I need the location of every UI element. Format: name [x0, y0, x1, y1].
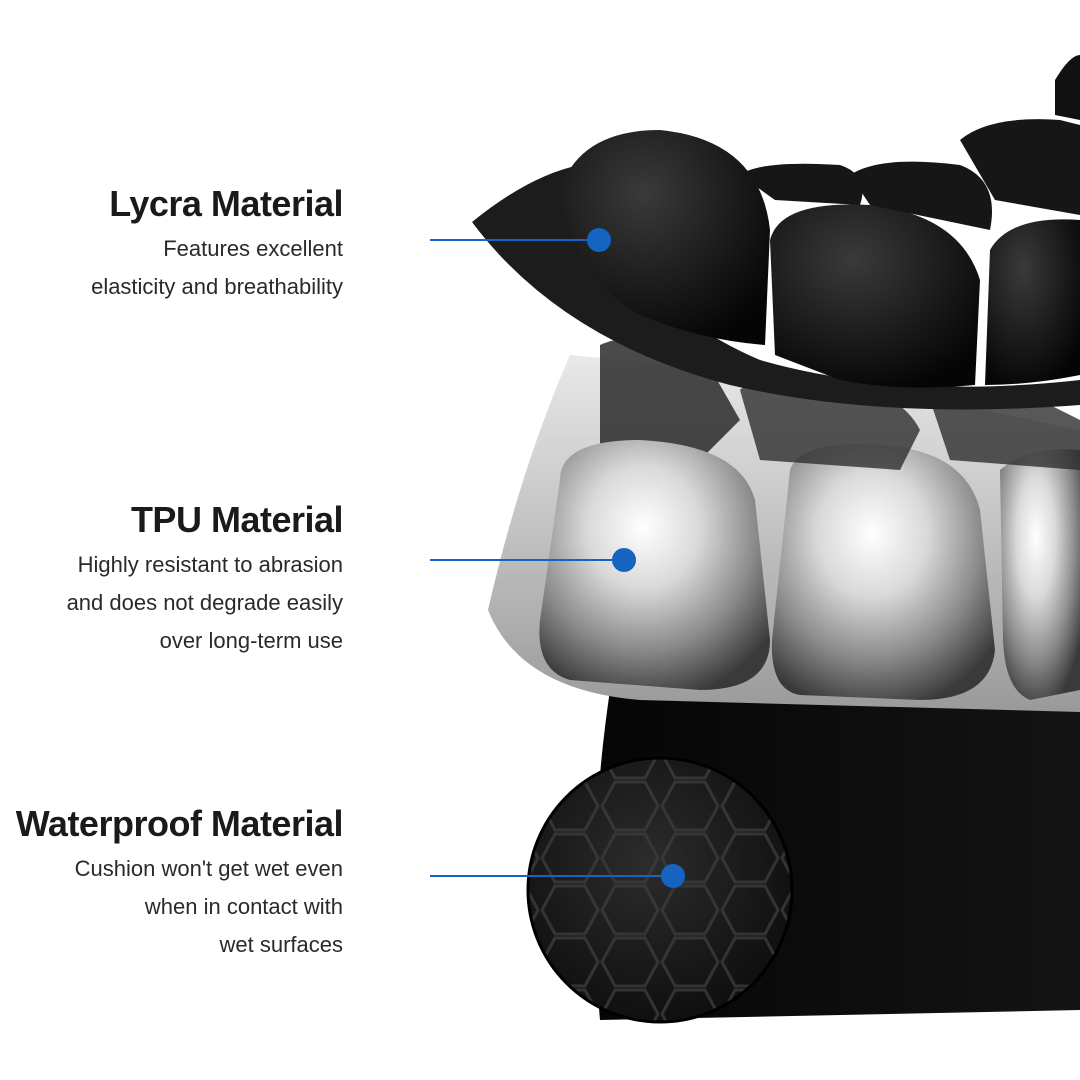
waterproof-leader-line	[430, 875, 672, 877]
lycra-desc-line-1: Features excellent	[163, 236, 343, 261]
tpu-feature: TPU Material Highly resistant to abrasio…	[66, 499, 344, 660]
tpu-title: TPU Material	[130, 499, 344, 540]
lycra-desc-line-2: elasticity and breathability	[91, 274, 343, 299]
tpu-desc-line-2: and does not degrade easily	[66, 590, 343, 615]
tpu-leader-line	[430, 559, 623, 561]
waterproof-desc-line-2: when in contact with	[144, 894, 343, 919]
waterproof-desc-line-1: Cushion won't get wet even	[74, 856, 343, 881]
tpu-desc-line-3: over long-term use	[159, 628, 343, 653]
waterproof-title: Waterproof Material	[15, 803, 344, 844]
waterproof-feature: Waterproof Material Cushion won't get we…	[15, 803, 344, 964]
lycra-title: Lycra Material	[109, 183, 343, 224]
lycra-leader-line	[430, 239, 598, 241]
waterproof-texture-magnifier	[526, 756, 794, 1024]
tpu-desc-line-1: Highly resistant to abrasion	[77, 552, 343, 577]
tpu-layer	[488, 338, 1080, 712]
waterproof-marker-dot	[661, 864, 685, 888]
lycra-feature: Lycra Material Features excellent elasti…	[91, 184, 343, 306]
lycra-marker-dot	[587, 228, 611, 252]
tpu-marker-dot	[612, 548, 636, 572]
waterproof-desc-line-3: wet surfaces	[219, 932, 344, 957]
lycra-layer	[472, 55, 1080, 410]
